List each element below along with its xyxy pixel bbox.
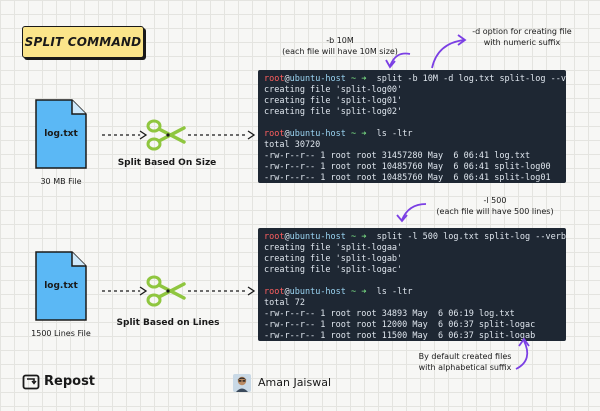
terminal-output-line: -rw-r--r-- 1 root root 10485760 May 6 06… <box>264 162 551 172</box>
note-l-desc: (each file will have 500 lines) <box>436 207 554 216</box>
note-d-option: -d option for creating file with numeric… <box>462 26 582 48</box>
title-badge: SPLIT COMMAND <box>22 26 144 58</box>
terminal-command: ls -ltr <box>366 287 413 297</box>
brand-name: Repost <box>44 374 96 389</box>
scissors-icon <box>146 275 186 307</box>
note-alpha-line2: with alphabetical suffix <box>418 363 512 372</box>
note-l-flag: -l 500 <box>483 196 507 205</box>
note-d-desc: with numeric suffix <box>483 38 561 47</box>
file-caption: 30 MB File <box>40 177 82 186</box>
prompt-host: ubuntu-host <box>289 232 346 242</box>
prompt-host: ubuntu-host <box>289 129 346 139</box>
terminal-output-line: creating file 'split-log01' <box>264 96 403 106</box>
repost-icon <box>22 374 40 390</box>
prompt-user: root <box>264 129 285 139</box>
note-d-flag: -d option for creating file <box>472 27 572 36</box>
terminal-output-line: -rw-r--r-- 1 root root 12000 May 6 06:37… <box>264 320 536 330</box>
note-l-option: -l 500 (each file will have 500 lines) <box>420 195 570 217</box>
split-size-label: Split Based On Size <box>117 158 217 168</box>
prompt-user: root <box>264 74 285 84</box>
terminal-output-line <box>264 118 560 129</box>
terminal-output-line: total 72 <box>264 298 305 308</box>
note-alpha-line1: By default created files <box>418 352 512 361</box>
author-name: Aman Jaiswal <box>258 376 332 389</box>
terminal-output-line: creating file 'split-logab' <box>264 254 403 264</box>
purple-arrow-l <box>396 203 427 223</box>
terminal-size: root@ubuntu-host ~ ➜ split -b 10M -d log… <box>258 70 566 183</box>
terminal-output-line: -rw-r--r-- 1 root root 31457280 May 6 06… <box>264 151 531 161</box>
terminal-command: split -b 10M -d log.txt split-log --verb… <box>376 74 566 84</box>
terminal-lines: root@ubuntu-host ~ ➜ split -l 500 log.tx… <box>258 228 566 341</box>
terminal-output-line: creating file 'split-logac' <box>264 265 403 275</box>
terminal-output-line: creating file 'split-log02' <box>264 107 403 117</box>
file-name-label: log.txt <box>44 129 78 139</box>
terminal-output-line: creating file 'split-log00' <box>264 85 403 95</box>
terminal-output-line: -rw-r--r-- 1 root root 11500 May 6 06:37… <box>264 331 536 341</box>
note-b-flag: -b 10M <box>326 36 354 45</box>
prompt-user: root <box>264 232 285 242</box>
prompt-symbol: ~ ➜ <box>345 74 367 84</box>
terminal-command-line: root@ubuntu-host ~ ➜ split -l 500 log.tx… <box>264 232 566 243</box>
note-alpha-suffix: By default created files with alphabetic… <box>405 351 525 373</box>
terminal-command-line: root@ubuntu-host ~ ➜ ls -ltr <box>264 129 413 139</box>
terminal-output-line: -rw-r--r-- 1 root root 34893 May 6 06:19… <box>264 309 515 319</box>
terminal-output-line: creating file 'split-logaa' <box>264 243 403 253</box>
purple-arrows-top <box>385 34 467 69</box>
avatar <box>233 374 251 392</box>
purple-arrow-alpha <box>515 337 530 370</box>
prompt-symbol: ~ ➜ <box>345 287 367 297</box>
prompt-symbol: ~ ➜ <box>345 129 367 139</box>
split-arrow-group <box>102 286 256 296</box>
file-icon <box>35 251 87 321</box>
prompt-symbol: ~ ➜ <box>345 232 367 242</box>
split-arrow-group <box>102 130 256 140</box>
note-b-option: -b 10M (each file will have 10M size) <box>270 35 410 57</box>
terminal-command-line: root@ubuntu-host ~ ➜ ls -ltr <box>264 287 413 297</box>
scissors-icon <box>146 119 186 151</box>
note-b-desc: (each file will have 10M size) <box>282 47 398 56</box>
file-name-label: log.txt <box>44 281 78 291</box>
terminal-output-line: -rw-r--r-- 1 root root 10485760 May 6 06… <box>264 173 551 183</box>
terminal-output-line <box>264 276 560 287</box>
prompt-host: ubuntu-host <box>289 287 346 297</box>
prompt-user: root <box>264 287 285 297</box>
prompt-host: ubuntu-host <box>289 74 346 84</box>
page-title: SPLIT COMMAND <box>24 35 142 49</box>
terminal-command: split -l 500 log.txt split-log --verbose <box>366 232 566 242</box>
file-caption: 1500 Lines File <box>31 329 91 338</box>
split-lines-label: Split Based on Lines <box>116 318 220 328</box>
terminal-command: ls -ltr <box>366 129 413 139</box>
terminal-output-line: total 30720 <box>264 140 321 150</box>
file-icon <box>35 99 87 169</box>
terminal-command-line: root@ubuntu-host ~ ➜ split -b 10M -d log… <box>264 74 566 85</box>
